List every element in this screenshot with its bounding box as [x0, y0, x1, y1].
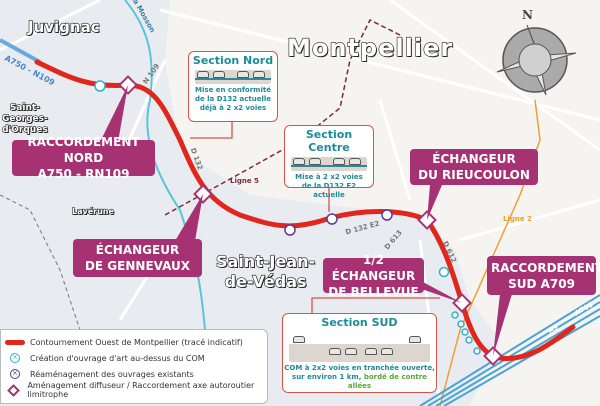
purple-x-circle-icon: × [10, 369, 20, 379]
callout-line: ÉCHANGEUR [432, 152, 516, 166]
legend-label: Aménagement diffuseur / Raccordement axe… [27, 381, 255, 399]
section-desc: sur environ 1 km, [292, 373, 362, 381]
callout-line: SUD A709 [508, 276, 575, 291]
legend-item-interchange: Aménagement diffuseur / Raccordement axe… [5, 381, 263, 399]
town-line: Georges- [1, 113, 48, 124]
trench-cross-section-icon [289, 332, 430, 362]
road-cross-section-icon [195, 70, 271, 84]
town-montpellier: Montpellier [286, 34, 454, 62]
cyan-x-circle-icon: × [10, 353, 20, 363]
legend-item-existing: × Réaménagement des ouvrages existants [5, 366, 263, 382]
callout-line: ÉCHANGEUR [95, 243, 180, 257]
callout-line: DE GENNEVAUX [84, 259, 191, 273]
town-line: Saint- [9, 102, 40, 113]
legend-label: Contournement Ouest de Montpellier (trac… [30, 337, 243, 347]
town-line: d'Orques [1, 124, 48, 135]
callout-line: RACCORDEMENT [491, 260, 600, 275]
legend-item-route: Contournement Ouest de Montpellier (trac… [5, 334, 263, 350]
compass-north: N [522, 8, 533, 22]
town-juvignac: Juvignac [27, 18, 100, 36]
legend-label: Réaménagement des ouvrages existants [30, 369, 194, 379]
town-line: Saint-Jean- [215, 251, 316, 271]
town-saint-jean-de-vedas: Saint-Jean-de-Védas [215, 251, 316, 292]
section-title: Section Centre [305, 128, 353, 154]
town-laverune: Lavérune [71, 207, 114, 216]
tram-line-5 [164, 18, 401, 216]
red-line-icon [5, 339, 25, 345]
legend-item-new-structure: × Création d'ouvrage d'art au-dessus du C… [5, 350, 263, 366]
section-desc: de la D132 actuelle [194, 95, 272, 103]
section-arrows [190, 122, 440, 313]
tram-line-2 [439, 99, 541, 406]
town-line: de-Védas [224, 271, 307, 291]
callout-line: DE BELLEVUE [328, 284, 419, 299]
section-desc: COM à 2x2 voies en tranchée ouverte, [284, 364, 435, 372]
town-saint-georges: Saint-Georges-d'Orques [1, 102, 48, 136]
callout-gennevaux: ÉCHANGEUR DE GENNEVAUX [73, 239, 202, 277]
callout-line: 1/2 ÉCHANGEUR [331, 252, 416, 283]
section-sud-box: Section SUD COM à 2x2 voies en tranchée … [282, 313, 437, 393]
legend: Contournement Ouest de Montpellier (trac… [0, 329, 268, 404]
magenta-diamond-icon [7, 383, 21, 397]
callout-line: RACCORDEMENT NORD [27, 135, 140, 165]
callout-rieucoulon: ÉCHANGEUR DU RIEUCOULON [410, 149, 538, 185]
purple-markers [284, 209, 393, 236]
compass [496, 24, 577, 96]
callout-raccordement-nord: RACCORDEMENT NORD A750 - RN109 [12, 135, 155, 181]
callout-line: DU RIEUCOULON [418, 168, 530, 182]
section-desc: déjà à 2 x2 voies [199, 104, 267, 112]
legend-label: Création d'ouvrage d'art au-dessus du CO… [30, 353, 205, 363]
section-desc-highlight: bordé de contre allées [347, 373, 427, 390]
section-desc: de la D132 E2 actuelle [301, 182, 357, 199]
callout-line: A750 - RN109 [37, 167, 130, 181]
a750-road [0, 38, 41, 64]
cyan-markers [94, 80, 481, 355]
tram-label-ligne5: Ligne 5 [230, 177, 259, 185]
section-desc: Mise en conformité [195, 86, 271, 94]
tram-label-ligne2: Ligne 2 [503, 215, 532, 223]
section-title: Section Nord [192, 54, 274, 67]
section-title: Section SUD [321, 316, 398, 329]
section-desc: Mise à 2 x2 voies [295, 173, 363, 181]
callout-pointers [100, 85, 512, 356]
road-cross-section-icon [291, 157, 367, 171]
commune-boundary [0, 194, 81, 331]
